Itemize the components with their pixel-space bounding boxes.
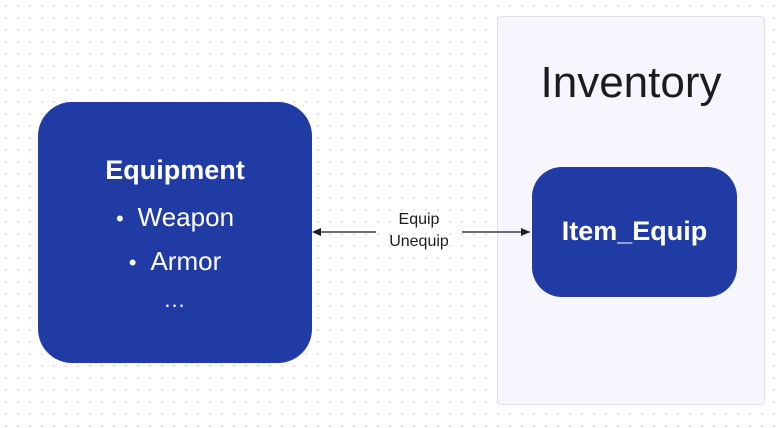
- edge-label: Equip Unequip: [375, 209, 463, 253]
- equipment-node[interactable]: Equipment •Weapon •Armor ...: [38, 102, 312, 363]
- bullet-icon: •: [115, 206, 124, 231]
- equipment-list-item: • Armor: [38, 240, 312, 284]
- equipment-list-item: • Weapon: [38, 196, 312, 240]
- item-equip-node[interactable]: Item_Equip: [532, 167, 737, 297]
- equipment-more: ...: [164, 287, 186, 312]
- equipment-title: Equipment: [105, 155, 245, 185]
- equipment-item-label: Armor: [150, 246, 222, 276]
- equipment-list: •Weapon •Armor: [38, 196, 312, 284]
- bullet-icon: •: [128, 250, 137, 275]
- edge-label-unequip: Unequip: [389, 233, 449, 250]
- item-equip-label: Item_Equip: [561, 216, 708, 246]
- inventory-title: Inventory: [540, 58, 722, 107]
- edge-label-equip: Equip: [398, 211, 440, 228]
- equipment-item-label: Weapon: [137, 202, 235, 232]
